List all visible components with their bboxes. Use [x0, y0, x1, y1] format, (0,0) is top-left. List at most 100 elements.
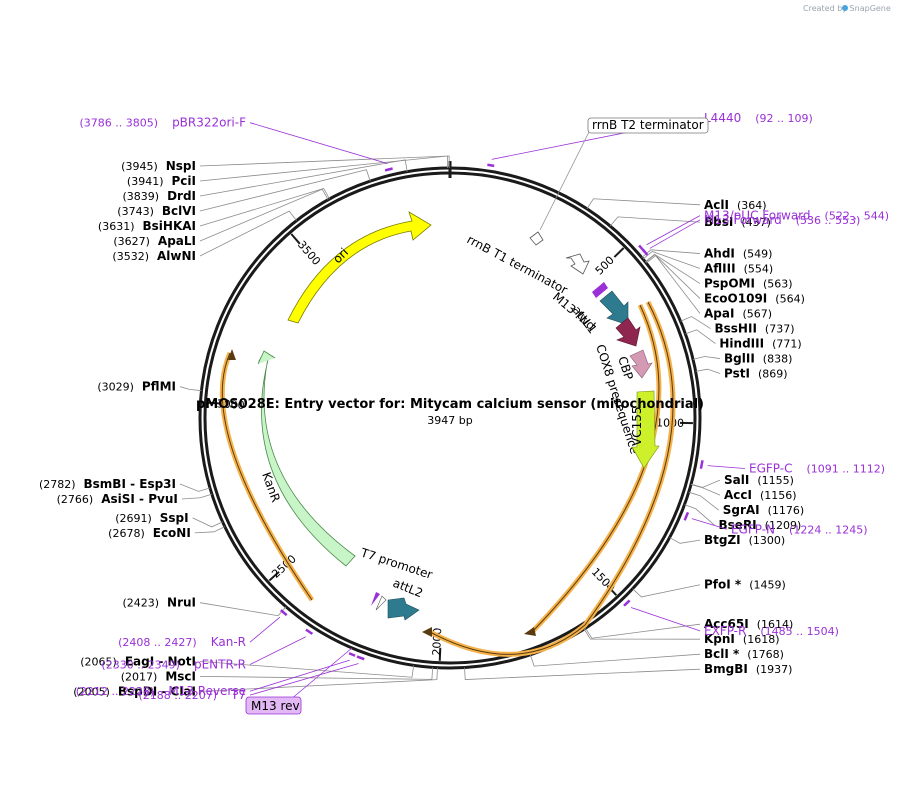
enzyme-name: AhdI	[704, 247, 735, 261]
enzyme-name: MscI	[165, 669, 196, 683]
attl1-feature	[599, 290, 629, 326]
enzyme-name: BmgBI	[704, 662, 748, 676]
enzyme-name: BbsI	[704, 215, 733, 229]
enzyme-name: NruI	[167, 596, 196, 610]
enzyme-name: BsiHKAI	[143, 219, 197, 233]
snapgene-logo-icon	[842, 5, 848, 11]
enzyme-leader	[199, 187, 330, 227]
enzyme-name: EcoNI	[153, 526, 191, 540]
enzyme-leader	[199, 210, 297, 257]
primer-label: (2408 .. 2427)Kan-R	[118, 635, 246, 649]
enzyme-position: (1614)	[757, 618, 794, 631]
orf-arrow-left-head	[228, 349, 236, 360]
primer-label: EXFP-R(1485 .. 1504)	[704, 624, 839, 638]
primer-position: (92 .. 109)	[755, 112, 813, 125]
enzyme-position: (3743)	[117, 205, 154, 218]
primer-label: EGFP-C(1091 .. 1112)	[749, 461, 885, 475]
enzyme-position: (563)	[763, 278, 793, 291]
enzyme-label: (2017)MscI	[121, 669, 196, 683]
m13-rev-box	[245, 696, 302, 715]
enzyme-leader	[179, 386, 202, 392]
rrnb-t2-box-label: rrnB T2 terminator	[592, 118, 704, 132]
enzyme-leader	[642, 250, 701, 269]
enzyme-name: PstI	[724, 367, 750, 381]
enzyme-label: BmgBI(1937)	[704, 662, 792, 676]
primer-leader	[630, 607, 701, 632]
enzyme-name: BtgZI	[704, 533, 741, 547]
primer-bar	[305, 628, 314, 635]
primer-position: (1485 .. 1504)	[760, 625, 839, 638]
enzyme-leader	[695, 368, 721, 374]
kanr-arrow-head	[257, 350, 276, 365]
enzyme-label: (3029)PflMI	[97, 380, 176, 394]
m13-rev-leader	[289, 647, 353, 701]
enzyme-name: AclI	[704, 198, 729, 212]
map-size: 3947 bp	[427, 414, 472, 427]
enzyme-label: (3631)BsiHKAI	[98, 219, 196, 233]
primer-name: M13/pUC Forward	[704, 209, 811, 223]
enzyme-label: (3743)BclVI	[117, 204, 196, 218]
vc155-feature	[631, 390, 660, 469]
enzyme-label: SgrAI(1176)	[723, 503, 804, 517]
orf-arc-right-outer-core	[429, 301, 674, 655]
enzyme-position: (1156)	[760, 489, 797, 502]
enzyme-leader	[181, 493, 212, 500]
enzyme-leader	[199, 155, 450, 169]
primer-name: M13 Forward	[704, 213, 782, 227]
primer-position: (1224 .. 1245)	[789, 523, 868, 536]
enzyme-name: BspDI - ClaI	[118, 684, 196, 698]
primer-name: T7	[230, 688, 246, 702]
enzyme-position: (1768)	[747, 648, 784, 661]
enzyme-position: (2065)	[80, 655, 117, 668]
enzyme-leader	[690, 479, 721, 488]
tick-mark	[290, 233, 301, 245]
enzyme-name: ApaLI	[158, 234, 196, 248]
m13-rev-box-label: M13 rev	[251, 699, 300, 713]
enzyme-label: (2005)BspDI - ClaI	[73, 684, 196, 698]
tick-label: 500	[593, 254, 617, 278]
enzyme-label: AclI(364)	[704, 198, 767, 212]
enzyme-leader	[609, 216, 701, 227]
enzyme-position: (1155)	[757, 474, 794, 487]
enzyme-leader	[583, 628, 701, 640]
enzyme-position: (838)	[763, 353, 793, 366]
enzyme-label: PfoI *(1459)	[704, 578, 786, 592]
enzyme-label: HindIII(771)	[719, 337, 801, 351]
primer-leader	[249, 636, 307, 665]
enzyme-name: BseRI	[719, 518, 757, 532]
primer-position: (522 .. 544)	[825, 210, 890, 223]
enzyme-name: HindIII	[719, 337, 764, 351]
enzyme-leader	[632, 584, 701, 598]
rrnb-t1-feature	[565, 253, 590, 275]
enzyme-leader	[199, 188, 329, 242]
primer-name: L4440	[704, 111, 741, 125]
enzyme-label: BglII(838)	[724, 352, 792, 366]
enzyme-position: (554)	[744, 263, 774, 276]
enzyme-leader	[179, 483, 211, 492]
enzyme-name: ApaI	[704, 307, 734, 321]
enzyme-label: BseRI(1209)	[719, 518, 802, 532]
primer-name: M13 Reverse	[168, 684, 246, 698]
enzyme-label: (3627)ApaLI	[113, 234, 196, 248]
enzyme-name: PfoI *	[704, 578, 742, 592]
tick-label: 3500	[295, 238, 323, 268]
enzyme-label: (2782)BsmBI - Esp3I	[39, 477, 176, 491]
enzyme-label: BssHII(737)	[715, 322, 795, 336]
primer-leader	[249, 122, 388, 164]
enzyme-label: (2678)EcoNI	[108, 526, 191, 540]
enzyme-label: AflIII(554)	[704, 262, 773, 276]
enzyme-label: (2423)NruI	[122, 596, 196, 610]
primer-bar	[487, 163, 495, 168]
tick-mark	[207, 401, 221, 405]
enzyme-leader	[690, 484, 721, 496]
enzyme-position: (549)	[743, 248, 773, 261]
primer-bar	[699, 460, 704, 469]
enzyme-leader	[194, 526, 225, 534]
enzyme-position: (3532)	[112, 250, 149, 263]
orf-arrow-inner-head	[524, 627, 536, 636]
enzyme-label: BbsI(437)	[704, 215, 771, 229]
primer-label: L4440 (92 .. 109)	[704, 111, 813, 125]
enzyme-leader	[641, 249, 701, 258]
enzyme-label: KpnI(1618)	[704, 632, 779, 646]
